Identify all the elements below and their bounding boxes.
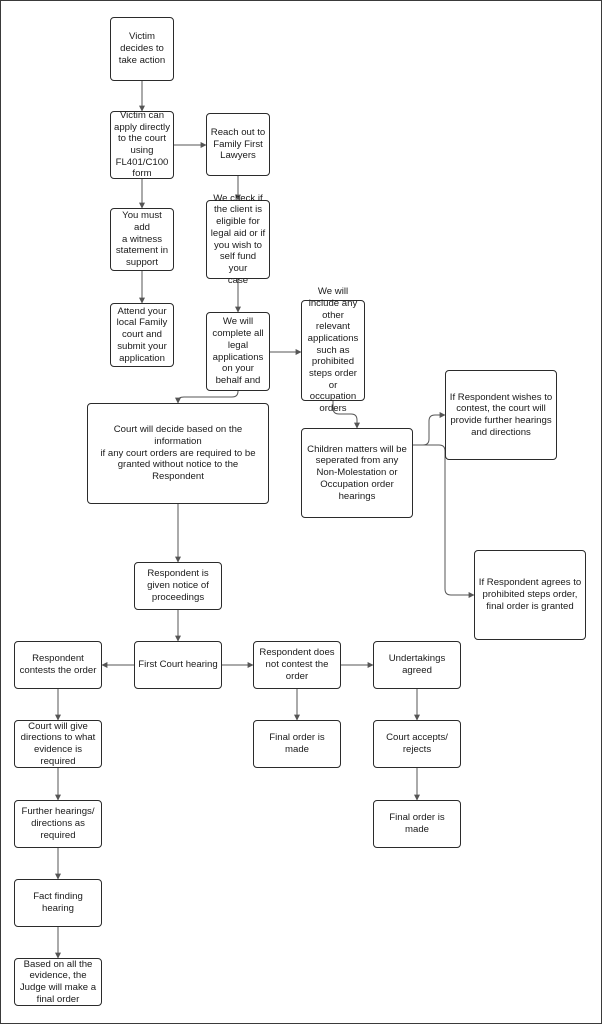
node-children-matters: Children matters will be seperated from … [301, 428, 413, 518]
node-victim-decides: Victim decides to take action [110, 17, 174, 81]
node-include-apps: We will include any other relevant appli… [301, 286, 365, 414]
node-respondent-agrees: If Respondent agrees to prohibited steps… [474, 550, 586, 640]
node-respondent-contest-further: If Respondent wishes to contest, the cou… [445, 370, 557, 460]
node-directions: Court will give directions to what evide… [14, 720, 102, 768]
node-notice: Respondent is given notice of proceeding… [134, 562, 222, 610]
node-undertakings: Undertakings agreed [373, 641, 461, 689]
node-attend-court: Attend your local Family court and submi… [110, 303, 174, 367]
node-further-hearings: Further hearings/ directions as required [14, 800, 102, 848]
node-final-order-2: Final order is made [373, 800, 461, 848]
node-witness-statement: You must add a witness statement in supp… [110, 208, 174, 271]
node-not-contest: Respondent does not contest the order [253, 641, 341, 689]
node-complete-apps: We will complete all legal applications … [206, 312, 270, 391]
node-accepts-rejects: Court accepts/ rejects [373, 720, 461, 768]
node-check-eligible: We check if the client is eligible for l… [206, 193, 270, 286]
node-judge-final: Based on all the evidence, the Judge wil… [14, 958, 102, 1006]
node-fact-finding: Fact finding hearing [14, 879, 102, 927]
node-court-decide: Court will decide based on the informati… [87, 403, 269, 504]
node-final-order-1: Final order is made [253, 720, 341, 768]
node-first-hearing: First Court hearing [134, 641, 222, 689]
node-apply-directly: Victim can apply directly to the court u… [110, 110, 174, 179]
node-reach-out: Reach out to Family First Lawyers [206, 113, 270, 176]
node-contests-order: Respondent contests the order [14, 641, 102, 689]
